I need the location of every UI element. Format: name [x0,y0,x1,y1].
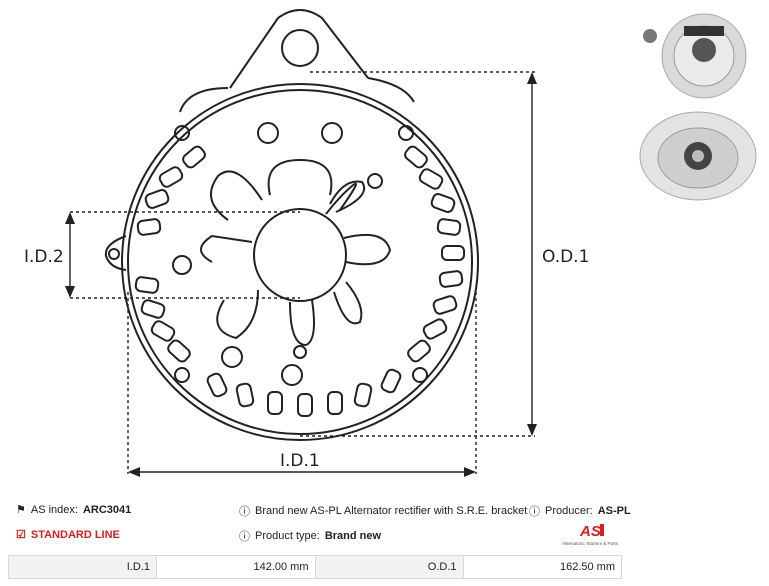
spec-key: I.D.1 [8,555,157,579]
spec-value: 162.50 mm [462,555,622,579]
description-row: ⓘ Brand new AS-PL Alternator rectifier w… [239,503,527,519]
product-type-value: Brand new [324,530,382,542]
table-row: I.D.1 142.00 mm O.D.1 162.50 mm [8,555,622,579]
tag-icon: ⚑ [16,504,26,516]
as-index-row: ⚑ AS index: ARC3041 [16,503,132,517]
info-icon: ⓘ [239,506,250,518]
center-hub [253,208,347,302]
product-photo-back[interactable] [632,104,762,204]
spec-table: I.D.1 142.00 mm O.D.1 162.50 mm [8,555,622,579]
producer-label: Producer: [545,505,593,517]
standard-line-text: STANDARD LINE [30,528,120,541]
producer-row: ⓘ Producer: AS-PL [529,503,631,519]
as-logo: AS Alternators, Starters & Parts [562,523,619,546]
rim-slots [134,145,465,417]
standard-line-badge: ☑ STANDARD LINE [16,528,120,542]
product-type-row: ⓘ Product type: Brand new [239,528,381,544]
product-photo-front[interactable] [632,4,762,104]
outer-ring [121,83,479,441]
lug-hole [281,29,319,67]
product-type-label: Product type: [255,530,320,542]
info-icon: ⓘ [239,531,250,543]
as-index-value: ARC3041 [82,503,132,516]
mounting-lug [229,9,369,89]
id2-label: I.D.2 [24,247,64,267]
producer-value: AS-PL [597,505,631,517]
check-square-icon: ☑ [16,529,26,541]
description-text: Brand new AS-PL Alternator rectifier wit… [255,505,528,517]
as-index-label: AS index: [30,503,78,516]
id1-label: I.D.1 [280,451,320,471]
info-icon: ⓘ [529,506,540,518]
spec-value: 142.00 mm [156,555,316,579]
technical-drawing: I.D.2 O.D.1 I.D.1 [24,9,589,477]
od1-label: O.D.1 [542,247,589,267]
svg-text:AS: AS [579,523,601,540]
svg-text:Alternators, Starters & Parts: Alternators, Starters & Parts [562,541,619,546]
spec-key: O.D.1 [314,555,464,579]
